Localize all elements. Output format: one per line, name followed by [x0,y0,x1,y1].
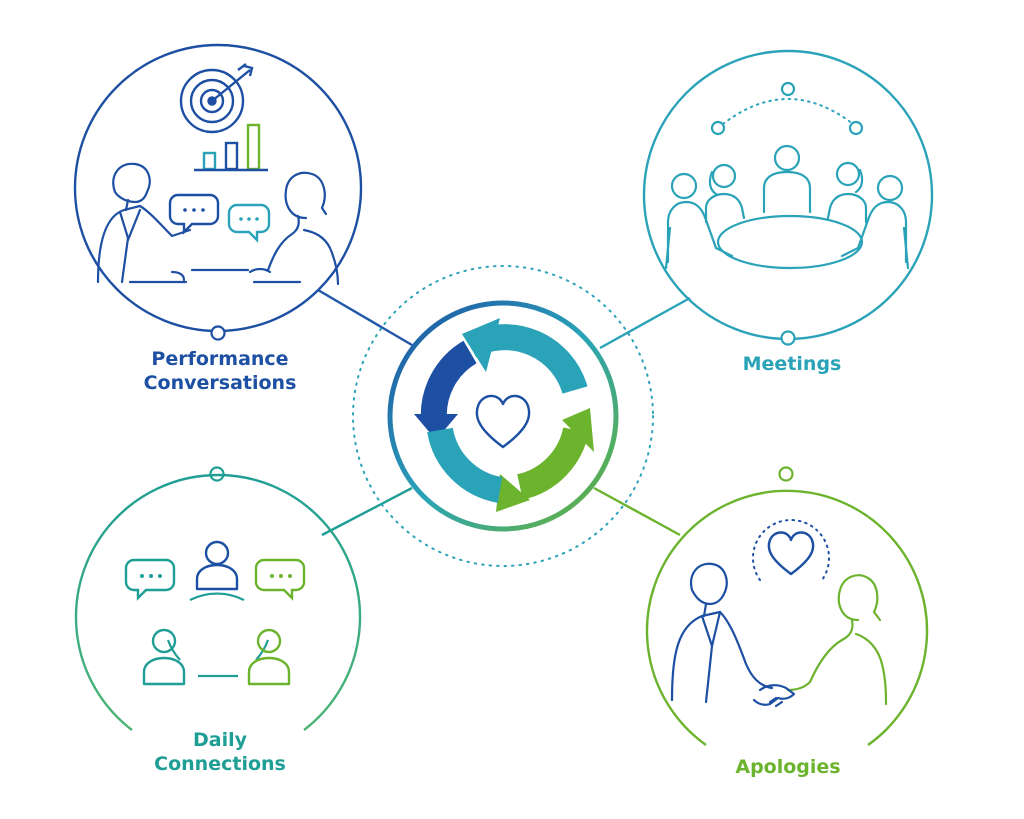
bar-chart-icon [194,123,268,172]
apologies-label: Apologies [688,755,888,779]
performance-connector-dot [210,325,226,341]
speech-bubble-icon [168,193,271,243]
target-icon [179,63,254,134]
apologies-connector-dot [778,466,794,482]
connector-lines [317,288,691,537]
speech-bubble-icon [124,558,306,601]
connector-meetings [599,296,691,350]
handshake-icon [670,562,888,708]
apologies-label-line1: Apologies [735,756,841,778]
apologies-node [645,466,929,746]
center-hub [352,265,654,567]
apologies-dotted-arc [752,519,830,581]
performance-label-line2: Conversations [143,372,297,394]
meetings-label: Meetings [692,352,892,376]
connector-performance [317,288,413,347]
heart-icon [767,531,815,576]
daily-label-line1: Daily [192,729,247,751]
cycle-arrows-icon [414,318,594,512]
heart-icon [475,394,531,449]
daily-inner-ring [189,592,245,601]
person-icon [142,540,291,686]
people-icon [96,162,340,286]
meetings-connector-dot [780,330,796,346]
apologies-circle [645,489,929,746]
meetings-label-line1: Meetings [742,353,842,375]
performance-circle [73,43,363,333]
meetings-node [642,49,934,346]
daily-node [74,466,362,731]
connector-daily [321,486,413,537]
round-table-icon [664,144,910,270]
daily-label-line2: Connections [154,753,286,775]
daily-circle [74,473,362,731]
performance-label-line1: Performance [151,348,289,370]
performance-label: Performance Conversations [95,347,345,395]
connector-apologies [593,486,681,537]
daily-label: Daily Connections [110,728,330,776]
meetings-dotted-arc [717,98,859,129]
center-dotted-ring [352,265,654,567]
performance-node [73,43,363,341]
